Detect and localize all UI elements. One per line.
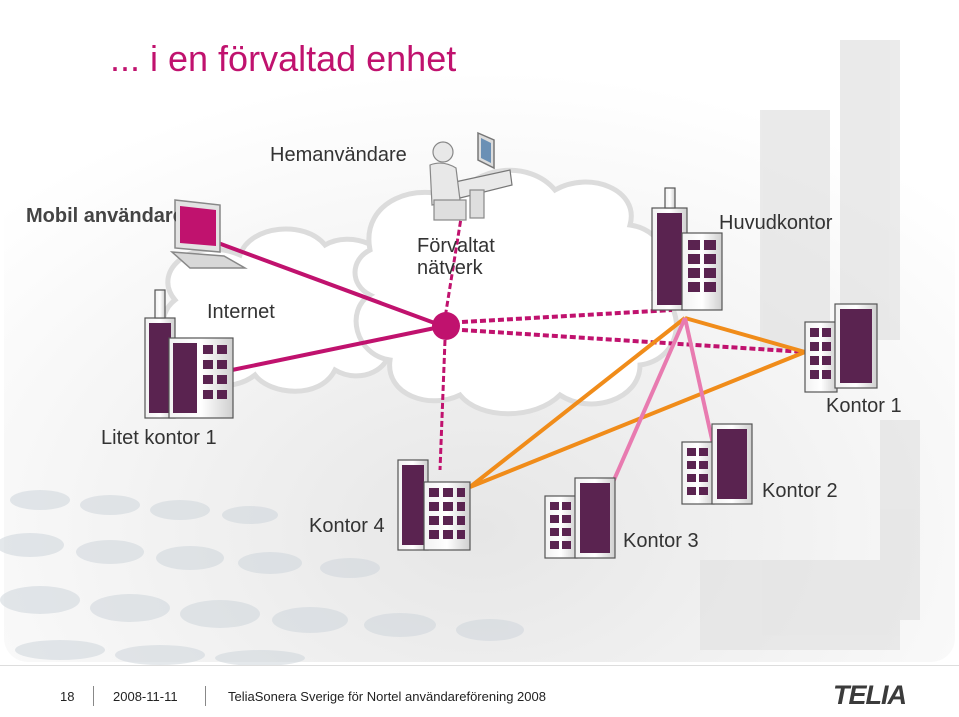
dot-pattern-decor: [0, 490, 524, 666]
label-office-3: Kontor 3: [623, 530, 699, 552]
link-hub-to-office4: [438, 339, 447, 471]
link-small-office-to-hub: [231, 326, 436, 372]
label-internet: Internet: [207, 301, 275, 323]
label-managed-network-line1: Förvaltat: [417, 235, 495, 257]
footer-divider: [205, 686, 206, 706]
network-links: [209, 211, 806, 506]
building-icon-office-1: [804, 303, 878, 393]
link-mobile-to-hub: [209, 238, 441, 327]
link-hq-to-office2: [683, 317, 715, 445]
link-hq-to-office3: [601, 317, 687, 506]
telia-logo: TELIA: [833, 680, 907, 710]
page-number: 18: [60, 689, 75, 704]
label-managed-network: Förvaltat nätverk: [417, 235, 495, 279]
label-office-2: Kontor 2: [762, 480, 838, 502]
label-mobile-user: Mobil användare: [26, 205, 176, 227]
slide-footer: 18 2008-11-11 TeliaSonera Sverige för No…: [0, 665, 959, 717]
link-hub-to-office1: [461, 328, 806, 354]
ghost-skyline-decor: [700, 40, 920, 650]
laptop-icon: [169, 199, 248, 269]
link-hq-to-office1: [684, 316, 806, 354]
label-headquarters: Huvudkontor: [719, 212, 833, 234]
label-managed-network-line2: nätverk: [417, 257, 483, 279]
building-icon-headquarters: [651, 187, 723, 311]
link-office1-to-office4: [469, 350, 806, 489]
building-icon-small-office-1: [144, 289, 234, 419]
label-office-1: Kontor 1: [826, 395, 902, 417]
slide-title: ... i en förvaltad enhet: [110, 38, 457, 79]
building-icon-office-4: [397, 459, 471, 551]
footer-organization: TeliaSonera Sverige för Nortel användare…: [228, 689, 546, 704]
footer-date: 2008-11-11: [113, 689, 178, 704]
home-user-workstation-icon: [429, 131, 513, 221]
label-office-4: Kontor 4: [309, 515, 385, 537]
building-icon-office-2: [681, 423, 753, 505]
building-icon-office-3: [544, 477, 616, 559]
managed-network-cloud: [352, 167, 679, 417]
label-small-office-1: Litet kontor 1: [101, 427, 217, 449]
label-home-user: Hemanvändare: [270, 144, 407, 166]
link-hq-to-office4: [468, 316, 687, 489]
link-hub-to-hq: [461, 308, 673, 324]
network-hub-node: [432, 312, 460, 340]
footer-divider: [93, 686, 94, 706]
